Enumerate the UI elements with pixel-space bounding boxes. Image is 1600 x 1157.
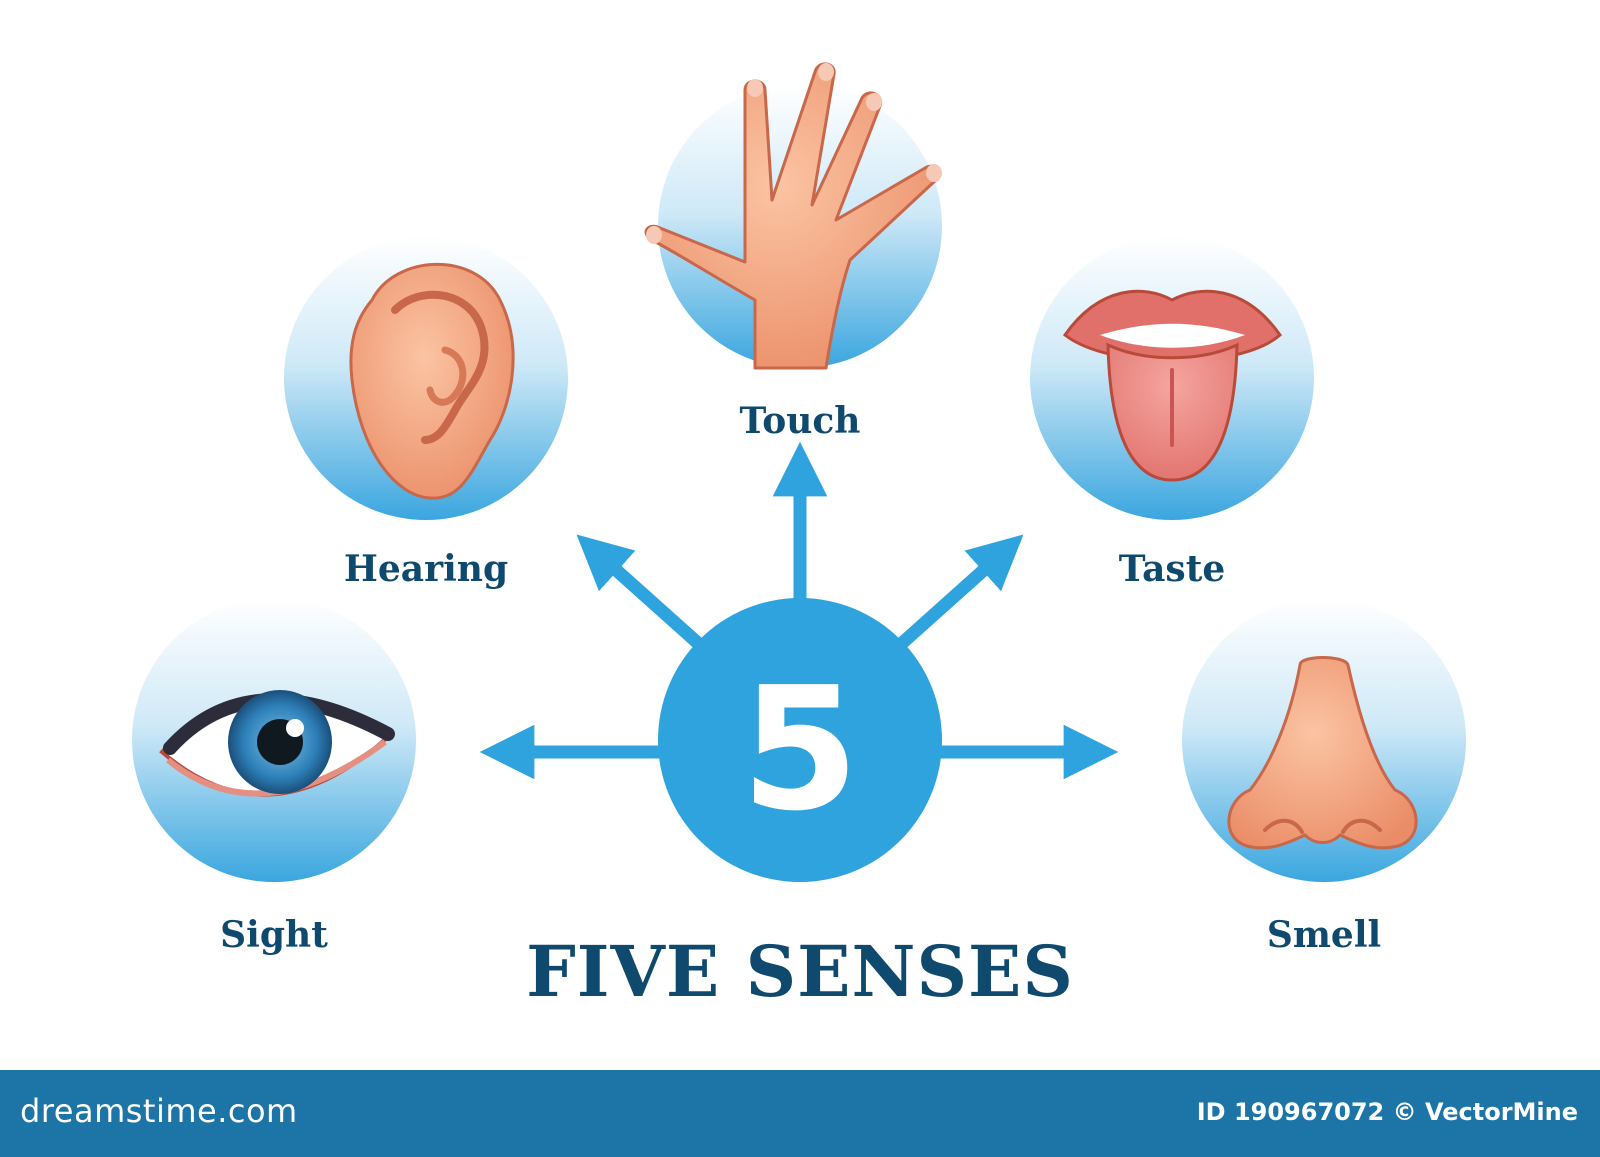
diagram-title: FIVE SENSES [526, 930, 1074, 1013]
nose-icon [1227, 656, 1418, 850]
label-hearing: Hearing [343, 548, 509, 590]
footer-brand[interactable]: dreamstime.com [20, 1092, 298, 1130]
arrows [479, 441, 1119, 780]
footer-credit: ID 190967072 © VectorMine [1196, 1098, 1578, 1126]
label-taste: Taste [1118, 548, 1226, 590]
ear-icon [349, 262, 515, 500]
label-smell: Smell [1266, 914, 1382, 956]
eye-icon [159, 690, 395, 797]
center-hub [658, 598, 942, 882]
mouth-icon [1062, 289, 1283, 482]
label-sight: Sight [220, 914, 328, 956]
diagram-stage: 5 Sight Hearing Touch Taste [132, 62, 1466, 1013]
label-touch: Touch [739, 400, 861, 442]
arrow-up-left [576, 534, 707, 652]
center-number: 5 [741, 651, 859, 849]
footer-bar: dreamstime.com ID 190967072 © VectorMine [0, 1070, 1600, 1157]
diagram-canvas: 5 [132, 62, 1466, 882]
arrow-up-right [893, 534, 1024, 652]
hand-icon [644, 62, 942, 370]
